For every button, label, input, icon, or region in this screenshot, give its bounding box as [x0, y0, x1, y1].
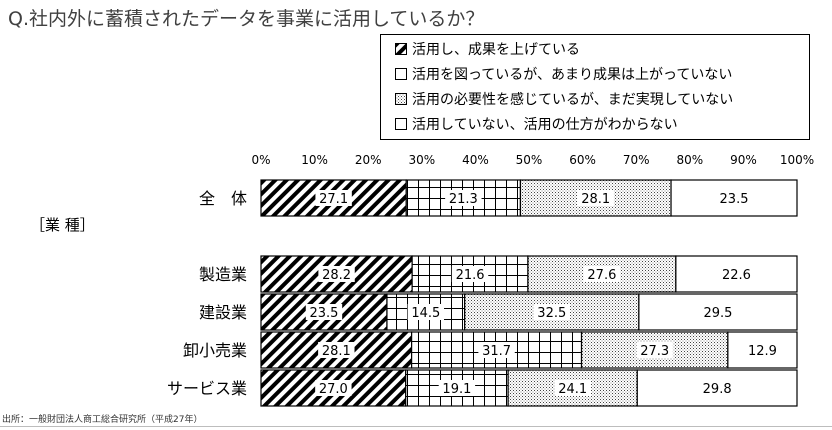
bar-segment: [638, 293, 798, 331]
x-tick-label: 20%: [355, 153, 382, 167]
value-label: 23.5: [720, 192, 749, 207]
value-label-bg: [636, 342, 673, 358]
value-label: 22.6: [722, 268, 751, 283]
value-label: 24.1: [558, 382, 587, 397]
value-label: 23.5: [310, 306, 339, 321]
value-label: 14.5: [411, 306, 440, 321]
value-label: 21.6: [456, 268, 485, 283]
bar-segment: [527, 255, 677, 293]
value-label: 28.1: [322, 344, 351, 359]
value-label-bg: [583, 266, 621, 282]
value-label-bg: [451, 266, 489, 282]
value-label: 31.7: [482, 344, 511, 359]
value-label: 28.2: [322, 268, 351, 283]
source-note: 出所：一般財団法人商工総合研究所（平成27年）: [2, 415, 203, 425]
category-label: 全 体: [199, 189, 247, 208]
x-axis-ticks: 0% 10% 20% 30% 40% 50% 60% 70% 80% 90% 100%: [251, 153, 814, 167]
legend-label: 活用の必要性を感じているが、まだ実現していない: [412, 92, 734, 108]
legend-item-not-using: 活用していない、活用の仕方がわからない: [395, 113, 678, 135]
value-label-bg: [318, 266, 355, 282]
x-tick-label: 80%: [676, 153, 703, 167]
x-tick-label: 0%: [251, 153, 270, 167]
value-label-bg: [554, 380, 591, 396]
x-tick-label: 90%: [730, 153, 757, 167]
value-label: 29.5: [703, 306, 732, 321]
value-label: 12.9: [748, 344, 777, 359]
bar-segment: [670, 179, 798, 217]
value-label-bg: [445, 190, 482, 206]
category-label: サービス業: [167, 379, 247, 398]
x-tick-label: 100%: [780, 153, 814, 167]
legend-swatch-grid: [395, 68, 407, 80]
legend-label: 活用し、成果を上げている: [412, 42, 580, 58]
value-label-bg: [318, 342, 355, 358]
legend-label: 活用していない、活用の仕方がわからない: [412, 117, 678, 133]
bars: 27.1 21.3 28.1 23.5 28.2 21.6 27.6 22.6 23.5 14.5…: [260, 179, 798, 407]
legend-label: 活用を図っているが、あまり成果は上がっていない: [412, 67, 733, 83]
value-label: 28.1: [581, 192, 610, 207]
bar-segment: [580, 331, 729, 369]
value-label: 21.3: [449, 192, 478, 207]
value-label: 27.6: [587, 268, 616, 283]
value-label-bg: [315, 190, 352, 206]
legend-swatch-blank: [395, 118, 407, 130]
category-label: 建設業: [199, 303, 247, 322]
value-label-bg: [533, 304, 570, 320]
bar-segment: [675, 255, 798, 293]
value-label: 29.8: [703, 382, 732, 397]
x-tick-label: 30%: [408, 153, 435, 167]
x-tick-label: 10%: [301, 153, 328, 167]
bottom-divider: [0, 426, 832, 427]
category-label: 卸小売業: [183, 341, 247, 360]
chart-title: Q.社内外に蓄積されたデータを事業に活用しているか？: [8, 8, 485, 30]
x-tick-label: 70%: [623, 153, 650, 167]
legend-swatch-diagonal-hatch: [395, 43, 407, 55]
stacked-bar-chart: 0% 10% 20% 30% 40% 50% 60% 70% 80% 90% 100% 全 体製造業…: [30, 153, 814, 407]
value-label: 27.1: [319, 192, 348, 207]
value-label-bg: [407, 304, 445, 320]
legend-swatch-dots: [395, 93, 407, 105]
legend-item-trying-no-results: 活用を図っているが、あまり成果は上がっていない: [395, 63, 732, 85]
category-label: 製造業: [199, 265, 247, 284]
value-label: 27.3: [640, 344, 669, 359]
bar-segment: [727, 331, 798, 369]
value-label: 32.5: [537, 306, 566, 321]
legend-item-not-yet-realized: 活用の必要性を感じているが、まだ実現していない: [395, 88, 733, 110]
x-tick-label: 50%: [516, 153, 543, 167]
value-label-bg: [315, 380, 352, 396]
bar-segment: [636, 369, 798, 407]
industry-group-label: ［業 種］: [30, 216, 95, 234]
legend-item-achieving-results: 活用し、成果を上げている: [395, 38, 580, 60]
value-label-bg: [438, 380, 476, 396]
x-tick-label: 40%: [462, 153, 489, 167]
value-label-bg: [577, 190, 614, 206]
x-tick-label: 60%: [569, 153, 596, 167]
value-label: 27.0: [319, 382, 348, 397]
legend: 活用し、成果を上げている 活用を図っているが、あまり成果は上がっていない 活用の…: [380, 34, 810, 140]
value-label-bg: [305, 304, 343, 320]
value-label-bg: [478, 342, 515, 358]
value-label: 19.1: [442, 382, 471, 397]
